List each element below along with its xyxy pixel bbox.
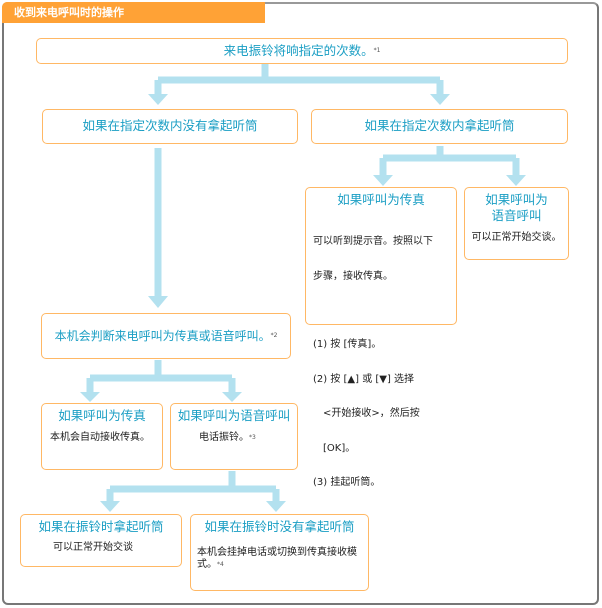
arrow-head [80,392,100,402]
step-auto-detect: 本机会判断来电呼叫为传真或语音呼叫。*2 [41,313,291,359]
case-not-picked-up-while-ringing: 如果在振铃时没有拿起听筒 本机会挂掉电话或切换到传真接收模式。*4 [190,514,369,591]
instruction-line: (1) 按 [传真]。 [313,339,382,350]
footnote: *2 [270,332,278,339]
box-text: 可以正常开始交谈 [53,542,133,553]
box-title: 来电振铃将响指定的次数。 [223,43,374,58]
instruction-line [313,305,449,316]
case-voice-call: 如果呼叫为 语音呼叫 可以正常开始交谈。 [464,187,569,260]
box-title: 如果呼叫为 语音呼叫 [485,192,548,223]
box-title: 如果呼叫为传真 [58,408,146,423]
arrow-head [100,501,120,512]
footnote: *4 [217,561,224,568]
case-fax-auto: 如果呼叫为传真 本机会自动接收传真。 [41,403,163,470]
case-picked-up-while-ringing: 如果在振铃时拿起听筒 可以正常开始交谈 [20,514,182,567]
arrow-head [148,296,168,308]
box-title: 如果在指定次数内没有拿起听筒 [82,118,258,133]
branch-not-picked-up: 如果在指定次数内没有拿起听筒 [42,109,298,144]
connector [86,360,236,394]
arrow-head [222,392,242,402]
instruction-line: (2) 按 [▲] 或 [▼] 选择 [313,373,415,385]
section-header: 收到来电呼叫时的操作 [2,2,265,23]
arrow-head [266,501,286,512]
arrow-head [373,175,393,186]
case-fax-call: 如果呼叫为传真 可以听到提示音。按照以下 步骤，接收传真。 (1) 按 [传真]… [305,187,457,488]
instruction-line: <开始接收>，然后按 [313,408,420,419]
box-title: 本机会判断来电呼叫为传真或语音呼叫。 [54,329,271,343]
step-ring-count: 来电振铃将响指定的次数。*1 [36,38,568,64]
box-title: 如果在振铃时拿起听筒 [38,519,164,534]
case-voice-auto: 如果呼叫为语音呼叫 电话振铃。*3 [170,403,298,470]
branch-picked-up: 如果在指定次数内拿起听筒 [311,109,568,144]
arrow-head [148,94,168,105]
arrow-head [506,175,526,186]
connector [379,146,520,177]
box-title: 如果在指定次数内拿起听筒 [364,118,515,133]
arrow-head [430,94,450,105]
instruction-line: [OK]。 [313,442,356,454]
instruction-line: (3) 挂起听筒。 [313,477,381,488]
instruction-line: 可以听到提示音。按照以下 [313,236,433,247]
footnote: *3 [249,434,256,441]
box-text: 本机会挂掉电话或切换到传真接收模式。 [197,547,357,570]
box-title: 如果呼叫为传真 [337,192,425,207]
box-title: 如果呼叫为语音呼叫 [177,408,291,423]
box-text: 本机会自动接收传真。 [50,432,150,443]
box-title: 如果在振铃时没有拿起听筒 [204,519,355,534]
instruction-line: 步骤，接收传真。 [313,270,393,282]
box-text: 电话振铃。 [199,432,249,443]
connector [106,471,280,503]
connector [154,64,444,96]
footnote: *1 [373,47,381,54]
box-text: 可以正常开始交谈。 [471,232,562,243]
